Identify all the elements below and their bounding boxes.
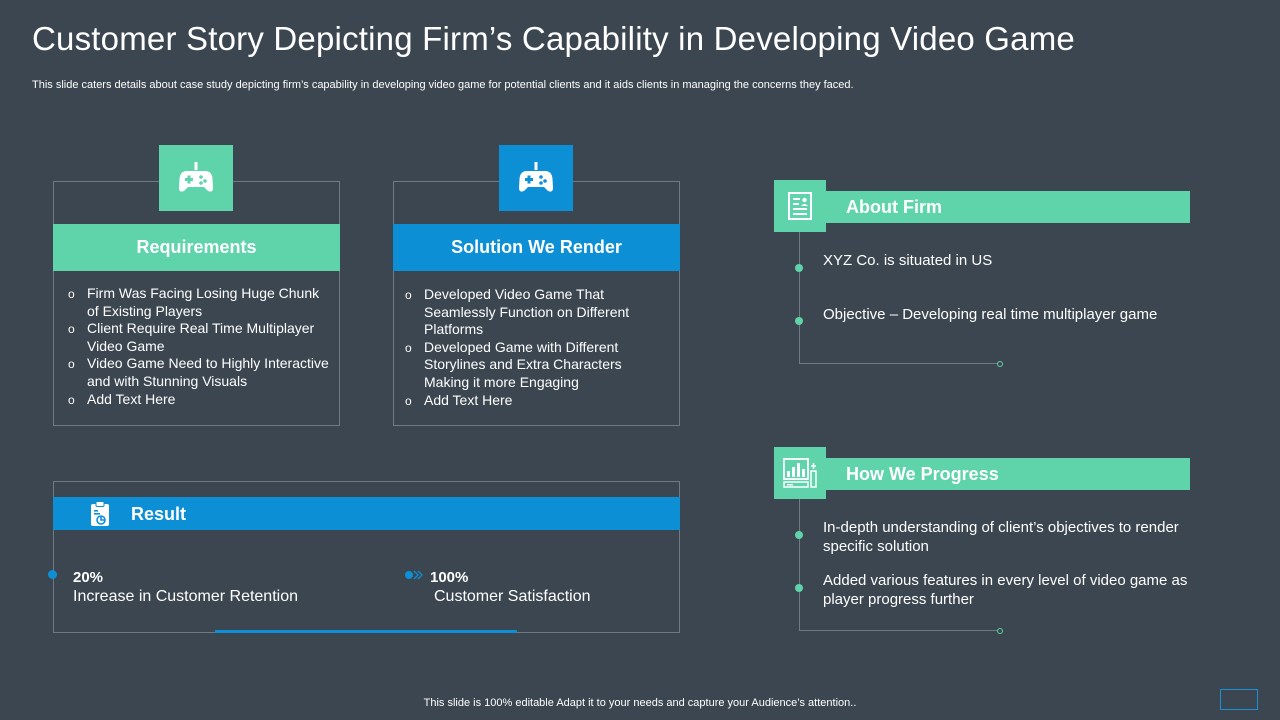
gamepad-icon [519, 162, 553, 192]
result-icon-holder [90, 501, 112, 527]
result-heading-bar [53, 497, 680, 530]
solution-icon-box [499, 145, 573, 211]
requirements-icon-box [159, 145, 233, 211]
about-item: Objective – Developing real time multipl… [823, 306, 1158, 323]
progress-heading: How We Progress [826, 458, 1190, 490]
solution-list: Developed Video Game That Seamlessly Fun… [405, 286, 667, 410]
metric-label: Increase in Customer Retention [73, 588, 298, 605]
metric-value: 100% [430, 569, 469, 586]
requirements-list: Firm Was Facing Losing Huge Chunk of Exi… [68, 285, 330, 409]
progress-item: Added various features in every level of… [823, 572, 1188, 608]
monitor-chart-icon [783, 458, 817, 488]
requirements-heading: Requirements [53, 224, 340, 271]
about-heading: About Firm [826, 191, 1190, 223]
metric-value: 20% [73, 569, 104, 586]
result-heading: Result [131, 504, 187, 524]
progress-timeline-end [997, 628, 1003, 634]
page-title: Customer Story Depicting Firm’s Capabili… [32, 20, 1075, 57]
progress-icon-box [774, 447, 826, 499]
about-timeline-base [799, 363, 997, 364]
about-item: XYZ Co. is situated in US [823, 252, 993, 269]
slide-corner-box [1220, 689, 1258, 710]
progress-timeline-line [799, 499, 800, 630]
page-subtitle: This slide caters details about case stu… [32, 79, 854, 91]
list-item: Developed Game with Different Storylines… [405, 339, 667, 392]
list-item: Video Game Need to Highly Interactive an… [68, 355, 330, 390]
progress-item: In-depth understanding of client’s objec… [823, 519, 1179, 555]
about-timeline-end [997, 361, 1003, 367]
metric-label: Customer Satisfaction [434, 588, 591, 605]
about-timeline-line [799, 232, 800, 363]
about-icon-box [774, 180, 826, 232]
profile-card-icon [788, 192, 812, 220]
timeline-dot [795, 264, 803, 272]
progress-timeline-base [799, 630, 997, 631]
chevron-right-icon [413, 570, 423, 580]
list-item: Developed Video Game That Seamlessly Fun… [405, 286, 667, 339]
list-item: Firm Was Facing Losing Huge Chunk of Exi… [68, 285, 330, 320]
gamepad-icon [179, 162, 213, 192]
timeline-dot [795, 531, 803, 539]
list-item: Add Text Here [68, 391, 330, 409]
report-icon [91, 501, 109, 526]
metric-dot [405, 571, 413, 579]
list-item: Add Text Here [405, 392, 667, 410]
footer-note: This slide is 100% editable Adapt it to … [423, 697, 857, 709]
timeline-dot [795, 317, 803, 325]
list-item: Client Require Real Time Multiplayer Vid… [68, 320, 330, 355]
metric-dot [48, 570, 57, 579]
timeline-dot [795, 584, 803, 592]
result-accent-line [215, 630, 517, 633]
solution-heading: Solution We Render [393, 224, 680, 271]
